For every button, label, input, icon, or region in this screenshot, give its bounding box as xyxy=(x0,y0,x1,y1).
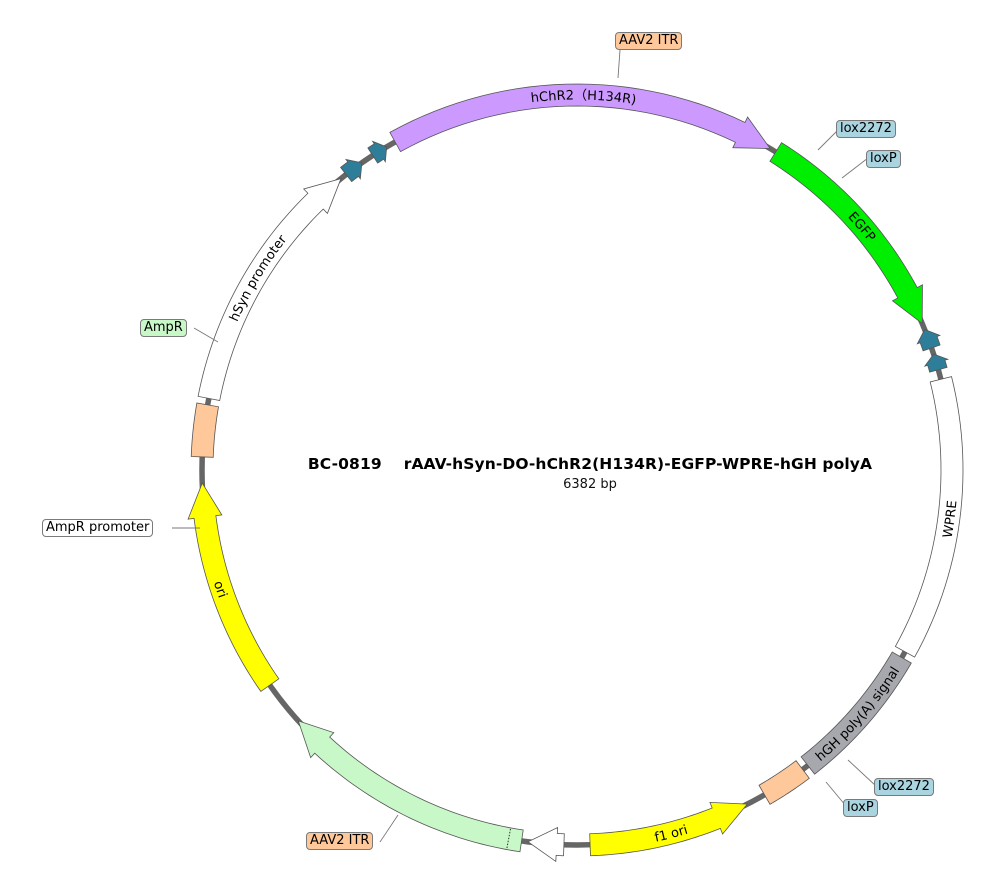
leader-itr_top xyxy=(617,49,621,79)
feature-itr_bot[interactable] xyxy=(758,760,810,805)
feature-lox2272_top[interactable] xyxy=(340,158,363,183)
leader-ampr xyxy=(193,327,219,343)
feature-label-wpre: WPRE xyxy=(941,500,961,539)
callout-amppromoter[interactable]: AmpR promoter xyxy=(42,519,154,537)
feature-wpre[interactable] xyxy=(894,376,964,658)
plasmid-title: BC-0819 rAAV-hSyn-DO-hChR2(H134R)-EGFP-W… xyxy=(0,455,990,473)
feature-hsyn[interactable] xyxy=(197,177,342,402)
plasmid-id: BC-0819 xyxy=(307,455,382,473)
feature-loxp_bot[interactable] xyxy=(923,353,950,373)
feature-egfp[interactable] xyxy=(769,142,923,325)
callout-itr_top[interactable]: AAV2 ITR xyxy=(615,32,683,50)
feature-amppromoter[interactable] xyxy=(527,826,565,863)
ampr-divider xyxy=(506,828,511,849)
feature-ampr[interactable] xyxy=(297,720,524,853)
leader-loxp_bot xyxy=(825,781,847,807)
leader-lox2272_bot xyxy=(847,759,877,787)
callout-lox2272_top[interactable]: lox2272 xyxy=(836,120,896,138)
feature-lox2272_bot[interactable] xyxy=(916,329,941,352)
callout-itr_bot[interactable]: AAV2 ITR xyxy=(306,832,374,850)
feature-ori[interactable] xyxy=(187,482,280,692)
feature-label-chr2: hChR2（H134R) xyxy=(530,88,637,108)
callout-ampr[interactable]: AmpR xyxy=(140,319,187,337)
feature-polya[interactable] xyxy=(800,651,912,775)
leader-itr_bot xyxy=(379,814,399,843)
feature-label-polya: hGH poly(A) signal xyxy=(813,665,903,765)
plasmid-size: 6382 bp xyxy=(563,477,617,492)
plasmid-name: rAAV-hSyn-DO-hChR2(H134R)-EGFP-WPRE-hGH … xyxy=(403,455,873,473)
callout-loxp_top[interactable]: loxP xyxy=(866,150,901,168)
feature-f1ori[interactable] xyxy=(589,801,749,857)
feature-itr_top[interactable] xyxy=(190,402,219,458)
feature-loxp_top[interactable] xyxy=(367,140,388,164)
feature-label-ori: ori xyxy=(210,579,230,600)
callout-loxp_bot[interactable]: loxP xyxy=(843,799,878,817)
callout-lox2272_bot[interactable]: lox2272 xyxy=(874,778,934,796)
leader-loxp_top xyxy=(841,157,869,179)
feature-chr2[interactable] xyxy=(389,83,771,153)
feature-label-hsyn: hSyn promoter xyxy=(227,232,290,324)
